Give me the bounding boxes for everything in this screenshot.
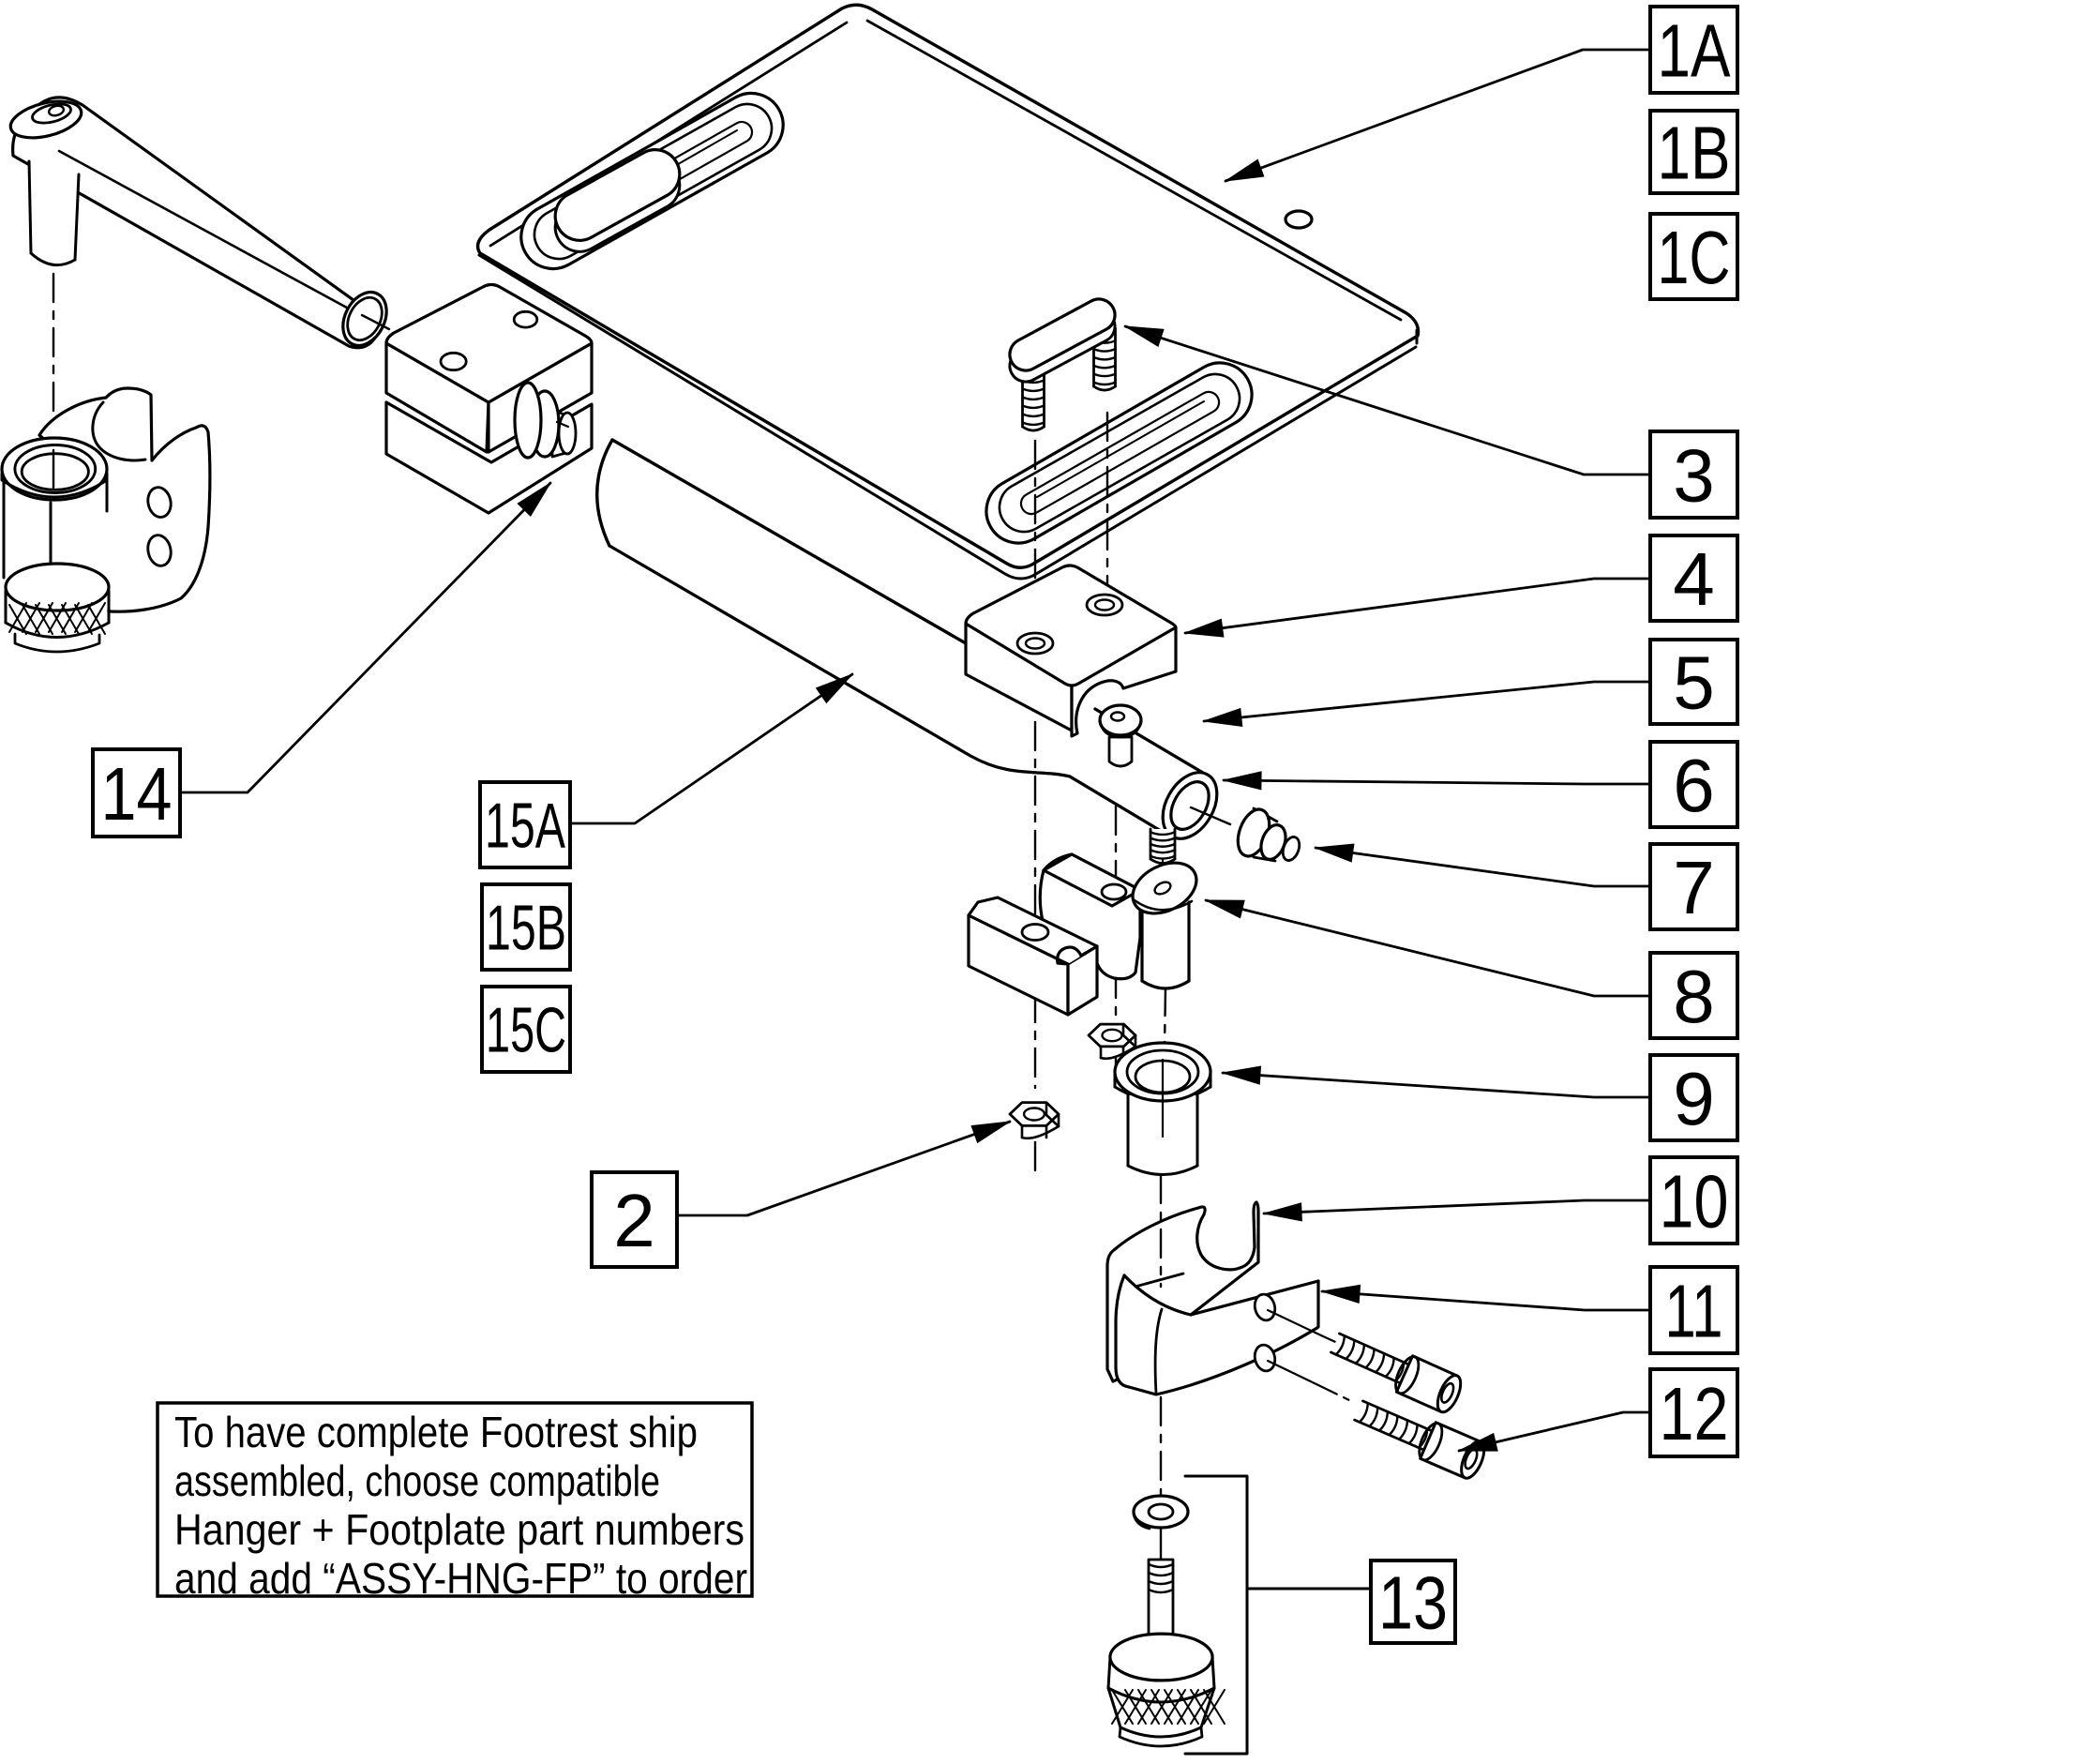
svg-text:3: 3 [1673, 433, 1715, 517]
svg-text:15B: 15B [486, 893, 566, 964]
svg-text:assembled, choose compatible: assembled, choose compatible [174, 1456, 660, 1505]
svg-text:13: 13 [1378, 1560, 1448, 1644]
svg-text:1B: 1B [1658, 111, 1731, 194]
svg-text:15A: 15A [485, 791, 565, 862]
svg-text:1A: 1A [1658, 8, 1732, 92]
svg-text:5: 5 [1673, 641, 1715, 724]
svg-text:15C: 15C [486, 995, 566, 1066]
svg-text:1C: 1C [1658, 216, 1731, 299]
svg-text:14: 14 [101, 752, 173, 836]
svg-text:6: 6 [1673, 744, 1715, 827]
svg-text:10: 10 [1660, 1159, 1729, 1243]
svg-text:9: 9 [1673, 1057, 1715, 1140]
svg-text:8: 8 [1673, 955, 1715, 1038]
svg-text:12: 12 [1660, 1372, 1729, 1455]
svg-text:To have complete Footrest ship: To have complete Footrest ship [174, 1408, 698, 1456]
svg-text:2: 2 [613, 1179, 655, 1262]
svg-text:7: 7 [1673, 846, 1715, 929]
svg-text:11: 11 [1665, 1269, 1723, 1352]
svg-text:and add “ASSY-HNG-FP” to order: and add “ASSY-HNG-FP” to order [174, 1554, 747, 1603]
svg-text:Hanger + Footplate part number: Hanger + Footplate part numbers [174, 1505, 744, 1554]
svg-text:4: 4 [1673, 537, 1715, 621]
